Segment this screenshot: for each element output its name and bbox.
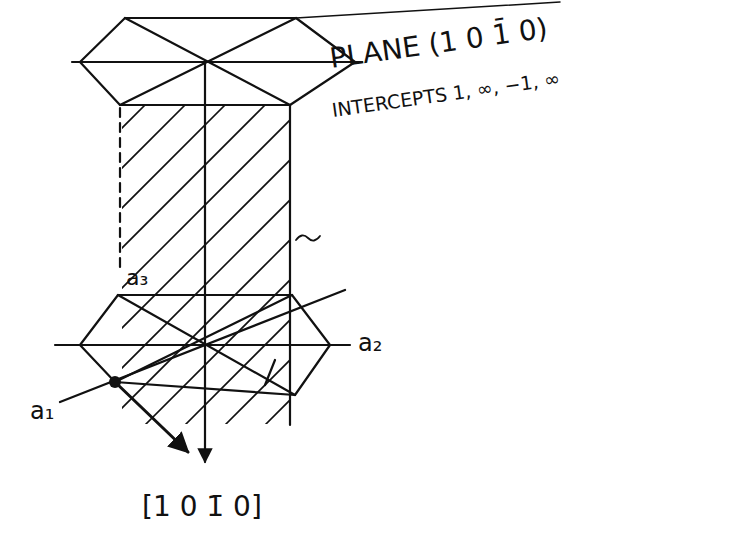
plane-hatching [122, 106, 290, 424]
direction-label: [1 0 1̄ 0] [142, 492, 262, 523]
axis-label: a₂ [358, 330, 382, 356]
c-axis-arrow [204, 62, 206, 462]
axis-label: a₃ [126, 266, 148, 290]
plane-label: PLANE (1 0 1̄ 0) [328, 14, 550, 75]
intercepts-label: INTERCEPTS 1, ∞, −1, ∞ [331, 68, 562, 121]
origin-dot [109, 376, 121, 388]
axis-label: a₁ [30, 398, 54, 424]
direction-arrow [115, 382, 188, 452]
